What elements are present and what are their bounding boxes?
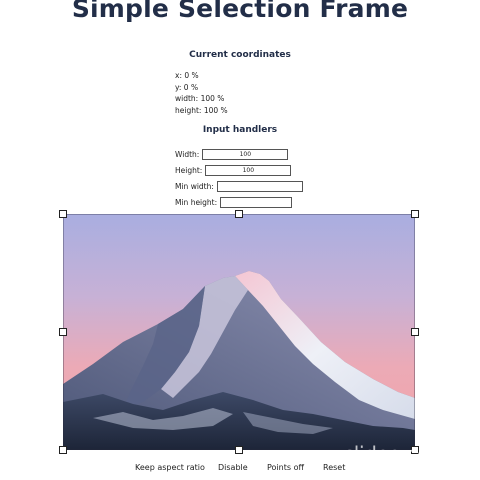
points-off-button[interactable]: Points off bbox=[267, 463, 304, 472]
disable-button[interactable]: Disable bbox=[218, 463, 248, 472]
height-row: Height: bbox=[175, 162, 303, 178]
resize-handle-bottom-right[interactable] bbox=[411, 446, 419, 454]
coordinates-heading: Current coordinates bbox=[189, 50, 291, 60]
mountain-illustration bbox=[63, 214, 415, 450]
resize-handle-bottom[interactable] bbox=[235, 446, 243, 454]
coord-width: width: 100 % bbox=[175, 94, 225, 103]
input-handlers-form: Width: Height: Min width: Min height: bbox=[175, 146, 303, 210]
resize-handle-bottom-left[interactable] bbox=[59, 446, 67, 454]
mountain-image bbox=[63, 214, 415, 450]
min-width-label: Min width: bbox=[175, 181, 214, 191]
coordinates-list: x: 0 % y: 0 % width: 100 % height: 100 % bbox=[175, 70, 228, 116]
height-input[interactable] bbox=[205, 164, 292, 176]
selection-frame[interactable] bbox=[63, 214, 415, 450]
keep-aspect-ratio-button[interactable]: Keep aspect ratio bbox=[135, 463, 205, 472]
width-input[interactable] bbox=[202, 148, 289, 160]
coord-height: height: 100 % bbox=[175, 105, 228, 115]
min-height-row: Min height: bbox=[175, 194, 303, 210]
resize-handle-top-left[interactable] bbox=[59, 210, 67, 218]
coord-y: y: 0 % bbox=[175, 82, 199, 92]
min-height-label: Min height: bbox=[175, 197, 218, 207]
watermark-text: clideo.com bbox=[343, 442, 449, 466]
height-label: Height: bbox=[175, 165, 203, 175]
resize-handle-left[interactable] bbox=[59, 328, 67, 336]
min-height-input[interactable] bbox=[220, 196, 293, 208]
reset-button[interactable]: Reset bbox=[323, 463, 346, 472]
width-label: Width: bbox=[175, 149, 200, 159]
width-row: Width: bbox=[175, 146, 303, 162]
resize-handle-right[interactable] bbox=[411, 328, 419, 336]
min-width-row: Min width: bbox=[175, 178, 303, 194]
resize-handle-top[interactable] bbox=[235, 210, 243, 218]
min-width-input[interactable] bbox=[216, 180, 303, 192]
input-handlers-heading: Input handlers bbox=[202, 125, 278, 135]
page-title: Simple Selection Frame bbox=[71, 0, 409, 23]
resize-handle-top-right[interactable] bbox=[411, 210, 419, 218]
coord-x: x: 0 % bbox=[175, 71, 199, 80]
